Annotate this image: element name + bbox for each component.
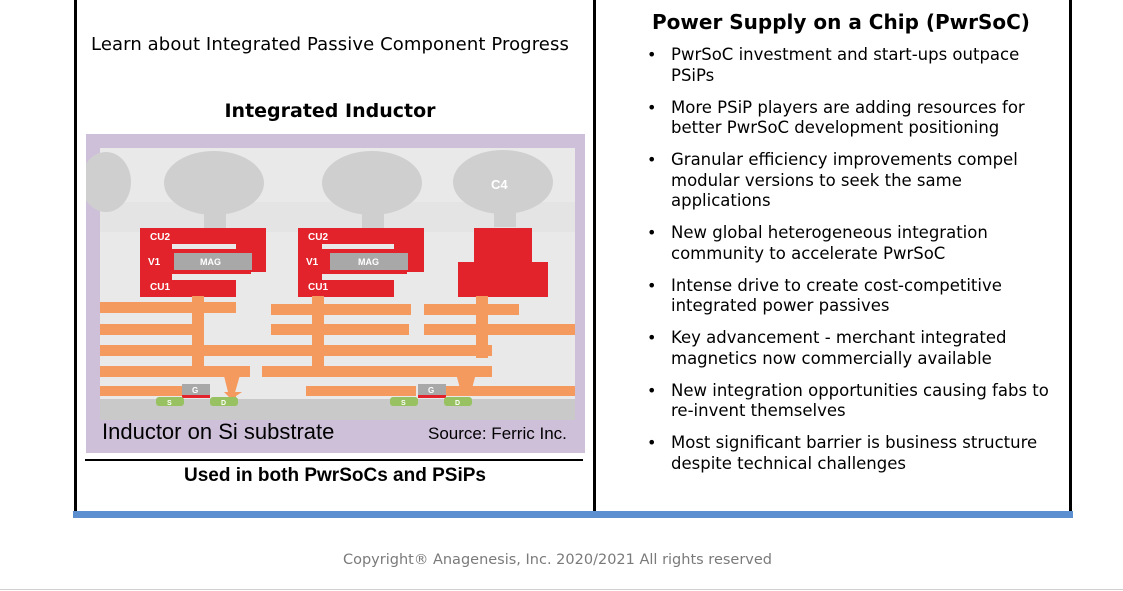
bump-neck [362,212,384,228]
bullet-list: •PwrSoC investment and start-ups outpace… [645,45,1063,486]
source-label: S [167,400,172,407]
bullet-item: •Key advancement - merchant integrated m… [647,328,1007,368]
integrated-inductor-figure: C4 CU2 V1 MAG CU1 CU2 V1 MAG [86,134,585,453]
right-title: Power Supply on a Chip (PwrSoC) [652,10,1030,34]
bullet-icon: • [647,328,657,347]
inductor-structure-2: CU2 V1 MAG CU1 [298,228,424,297]
bump-neck [204,212,226,228]
gate-label: G [192,386,198,395]
frame-left-border [74,0,77,513]
solder-bump [453,150,553,214]
solder-bump [164,151,264,215]
source-label: S [401,400,406,407]
left-panel: Learn about Integrated Passive Component… [79,0,591,511]
svg-text:V1: V1 [148,257,161,268]
bullet-icon: • [647,45,657,64]
bullet-icon: • [647,150,657,169]
c4-label: C4 [491,177,508,192]
mag-core [330,253,408,270]
frame-right-border [1069,0,1072,513]
bullet-icon: • [647,223,657,242]
interconnect-traces [100,296,575,398]
svg-text:CU1: CU1 [150,282,170,293]
bottom-rule [0,589,1123,590]
drain-label: D [221,400,226,407]
svg-text:CU2: CU2 [150,232,170,243]
svg-text:V1: V1 [306,257,319,268]
bullet-item: •Intense drive to create cost-competitiv… [647,275,1002,316]
gate-pad [418,384,446,395]
svg-text:MAG: MAG [358,257,379,267]
figure-overlay-caption: Inductor on Si substrate [102,419,334,444]
bullet-item: •Granular efficiency improvements compel… [647,150,1018,210]
copyright-text: Copyright® Anagenesis, Inc. 2020/2021 Al… [342,552,773,568]
drain-label: D [455,400,460,407]
figure-caption: Used in both PwrSoCs and PSiPs [184,465,486,486]
mag-core [174,253,252,270]
gate-label: G [428,386,434,395]
bullet-icon: • [647,380,657,400]
accent-bar [73,511,1073,518]
figure-source: Source: Ferric Inc. [428,424,567,443]
solder-bump [86,152,131,212]
bullet-item: •Most significant barrier is business st… [647,433,1038,473]
bullet-item: •PwrSoC investment and start-ups outpace… [647,45,1020,85]
right-panel: Power Supply on a Chip (PwrSoC) •PwrSoC … [600,0,1066,511]
figure-divider [85,459,583,461]
svg-text:CU2: CU2 [308,232,328,243]
solder-bumps: C4 [86,150,553,228]
bump-neck [494,211,516,227]
svg-text:MAG: MAG [200,257,221,267]
tagline: Learn about Integrated Passive Component… [91,34,569,55]
bullet-icon: • [647,97,657,117]
bullet-item: •New integration opportunities causing f… [647,380,1049,421]
bullet-item: •New global heterogeneous integration co… [647,223,988,263]
gate-pad [182,384,210,395]
c4-pad-structure [458,228,548,297]
bullet-icon: • [647,275,657,295]
frame-center-divider [593,0,596,513]
figure-title: Integrated Inductor [224,100,436,122]
source-drain-pads: S D S D [156,397,472,407]
bullet-item: •More PSiP players are adding resources … [647,97,1025,138]
inductor-structure-1: CU2 V1 MAG CU1 [140,228,266,297]
bullet-icon: • [647,433,657,452]
solder-bump [322,151,422,215]
svg-text:CU1: CU1 [308,282,328,293]
